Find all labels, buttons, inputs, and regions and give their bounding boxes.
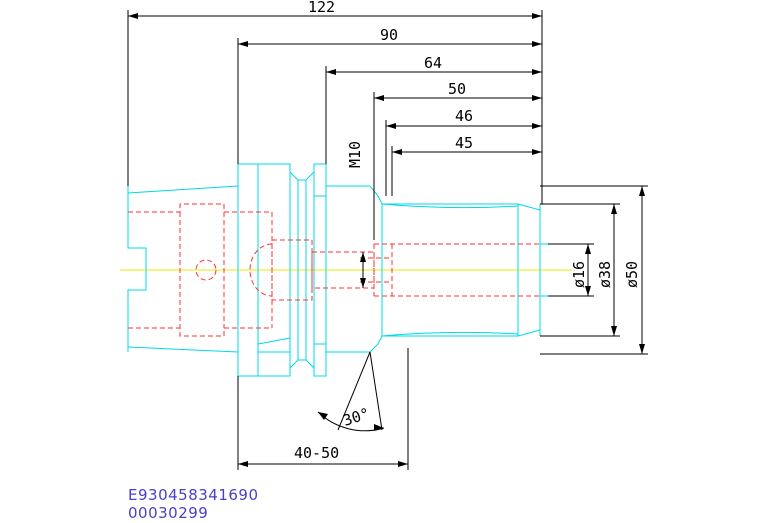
dim-angle-30: 30° (341, 404, 372, 429)
dim-range-40-50: 40-50 (294, 444, 339, 462)
dimension-lines (127, 10, 648, 470)
dim-diameter-16: ø16 (570, 261, 588, 288)
order-code: 00030299 (128, 504, 208, 522)
hidden-lines (128, 203, 540, 337)
dim-diameter-50: ø50 (623, 261, 641, 288)
part-number: E930458341690 (128, 486, 259, 504)
dim-thread-m10: M10 (346, 141, 364, 168)
dim-length-45: 45 (455, 134, 473, 152)
dim-length-90: 90 (380, 26, 398, 44)
dim-length-46: 46 (455, 107, 473, 125)
tool-holder-outline (127, 163, 548, 377)
dim-overall-length: 122 (308, 0, 335, 16)
dim-length-64: 64 (424, 54, 442, 72)
dim-diameter-38: ø38 (596, 261, 614, 288)
dim-length-50: 50 (448, 80, 466, 98)
arrowheads (128, 13, 645, 467)
